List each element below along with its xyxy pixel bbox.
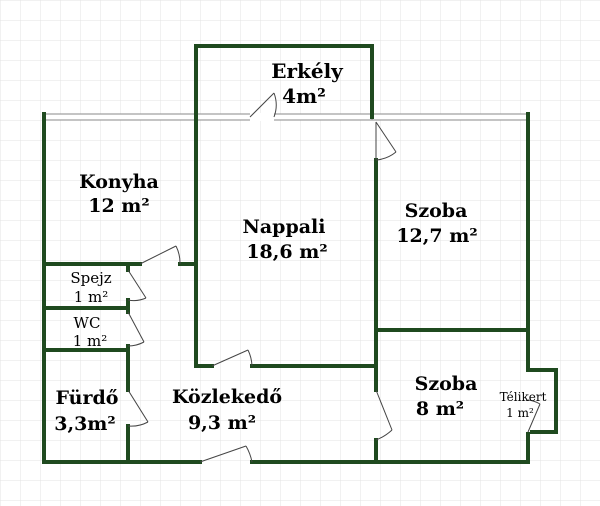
- door-balcony-icon: [249, 92, 277, 121]
- room-wc-name: WC: [74, 314, 101, 332]
- room-szoba2-area: 8 m²: [416, 398, 464, 420]
- door-wintergarden-icon: [526, 399, 541, 433]
- room-telikert-name: Télikert: [500, 390, 547, 404]
- wall-balcony: [194, 44, 374, 119]
- room-nappali-name: Nappali: [243, 216, 326, 238]
- door-kitchen-icon: [139, 245, 181, 265]
- window-room: [371, 113, 529, 121]
- door-wc-icon: [127, 311, 145, 347]
- door-entrance-icon: [199, 445, 253, 463]
- room-telikert-area: 1 m²: [506, 406, 534, 420]
- walls: [42, 44, 558, 464]
- room-wc-area: 1 m²: [73, 332, 108, 350]
- doors: [127, 92, 541, 463]
- room-labels: Erkély 4m² Konyha 12 m² Nappali 18,6 m² …: [54, 59, 546, 435]
- room-szoba1-name: Szoba: [405, 200, 468, 222]
- room-konyha-area: 12 m²: [88, 195, 149, 217]
- room-erkely-name: Erkély: [271, 59, 344, 83]
- window-kitchen: [43, 113, 197, 121]
- door-bath-icon: [127, 389, 149, 427]
- room-szoba2-name: Szoba: [415, 373, 478, 395]
- door-corridor-room-icon: [375, 389, 393, 441]
- wall-wintergarden: [526, 368, 558, 434]
- room-nappali-area: 18,6 m²: [246, 241, 327, 263]
- windows: [43, 113, 529, 121]
- room-spejz-area: 1 m²: [74, 288, 109, 306]
- room-kozlekedo-area: 9,3 m²: [188, 412, 256, 434]
- room-kozlekedo-name: Közlekedő: [172, 386, 282, 408]
- room-furdo-area: 3,3m²: [54, 413, 115, 435]
- room-spejz-name: Spejz: [70, 269, 111, 287]
- room-szoba1-area: 12,7 m²: [396, 225, 477, 247]
- window-living: [195, 113, 373, 121]
- room-furdo-name: Fürdő: [56, 387, 119, 409]
- room-erkely-area: 4m²: [282, 84, 326, 108]
- door-pantry-icon: [127, 269, 147, 302]
- door-living-corridor-icon: [211, 349, 253, 367]
- room-konyha-name: Konyha: [79, 171, 159, 193]
- door-living-room-icon: [375, 121, 397, 161]
